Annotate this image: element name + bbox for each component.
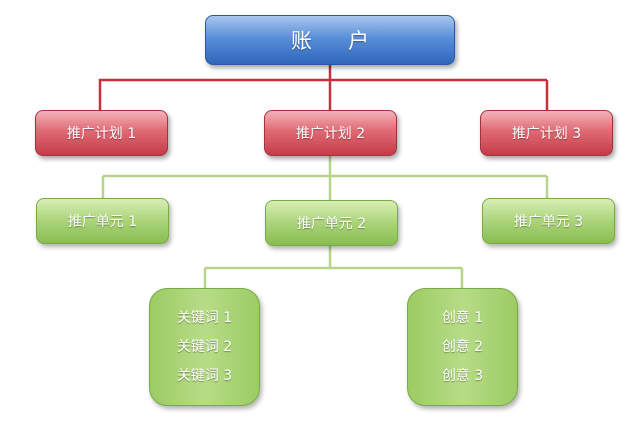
unit-label-3: 推广单元 3 xyxy=(513,214,584,230)
unit-node-1: 推广单元 1 xyxy=(36,198,169,244)
unit-node-2: 推广单元 2 xyxy=(265,200,398,246)
plan-node-3: 推广计划 3 xyxy=(480,110,613,156)
keyword-label-1: 关键词 1 xyxy=(176,309,233,326)
creative-label-1: 创意 1 xyxy=(441,309,484,326)
connector-account-plans xyxy=(98,65,332,110)
keyword-label-3: 关键词 3 xyxy=(176,368,233,385)
keyword-label-2: 关键词 2 xyxy=(176,338,233,355)
creative-label-2: 创意 2 xyxy=(441,338,484,355)
plan-label-1: 推广计划 1 xyxy=(66,126,137,142)
account-label: 账户 xyxy=(291,29,405,53)
keyword-group-node: 关键词 1 关键词 2 关键词 3 xyxy=(149,288,260,406)
creative-group-node: 创意 1 创意 2 创意 3 xyxy=(407,288,518,406)
plan-node-1: 推广计划 1 xyxy=(35,110,168,156)
creative-label-3: 创意 3 xyxy=(441,368,484,385)
plan-node-2: 推广计划 2 xyxy=(264,110,397,156)
account-node: 账户 xyxy=(205,15,455,65)
plan-label-2: 推广计划 2 xyxy=(295,126,366,142)
unit-label-2: 推广单元 2 xyxy=(296,216,367,232)
plan-label-3: 推广计划 3 xyxy=(511,126,582,142)
unit-label-1: 推广单元 1 xyxy=(67,214,138,230)
unit-node-3: 推广单元 3 xyxy=(482,198,615,244)
